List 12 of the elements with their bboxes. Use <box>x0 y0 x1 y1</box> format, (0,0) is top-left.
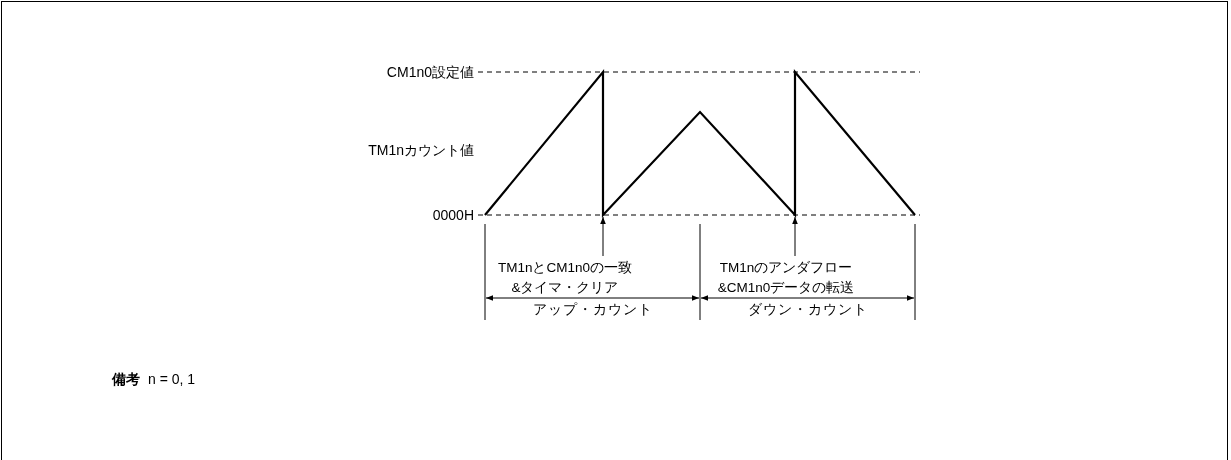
leader-arrow <box>600 216 606 257</box>
annotation-text: TM1nのアンダフロー &CM1n0データの転送 <box>716 259 856 297</box>
note-text: n = 0, 1 <box>148 370 196 388</box>
dimension-label: アップ・カウント <box>531 300 654 318</box>
note-heading: 備考 <box>112 370 140 388</box>
annotation-text: TM1nとCM1n0の一致 &タイマ・クリア <box>497 259 633 297</box>
level-label: TM1nカウント値 <box>368 141 474 159</box>
leader-arrow <box>792 216 798 257</box>
count-waveform <box>484 68 916 218</box>
dimension-label: ダウン・カウント <box>746 300 869 318</box>
level-label: CM1n0設定値 <box>386 63 474 81</box>
level-label: 0000H <box>432 206 474 224</box>
